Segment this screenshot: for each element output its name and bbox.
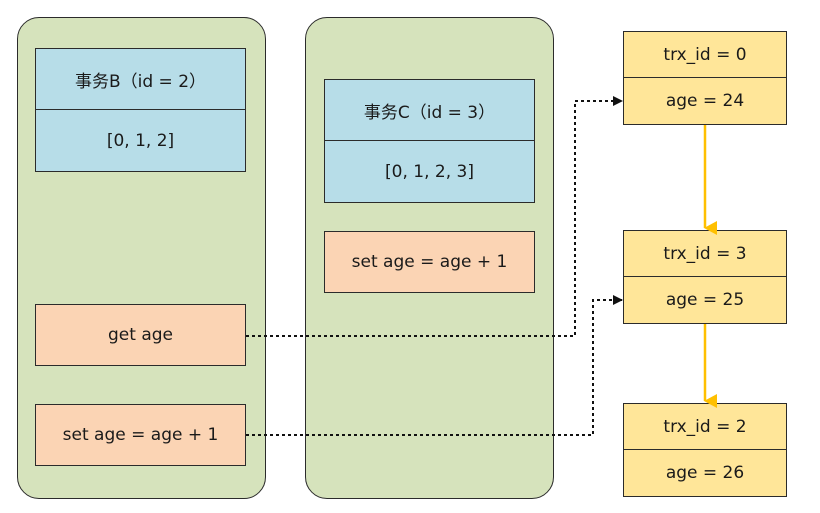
transaction-b-get-op: get age: [35, 304, 246, 366]
version-0-trx-id: trx_id = 0: [623, 31, 787, 79]
transaction-c-set-op: set age = age + 1: [324, 231, 535, 293]
get-age-arrow: [246, 96, 623, 337]
transaction-c-read-view: [0, 1, 2, 3]: [324, 140, 535, 203]
transaction-c-title: 事务C（id = 3）: [324, 79, 535, 142]
version-0-value: age = 24: [623, 77, 787, 125]
version-1-trx-id: trx_id = 3: [623, 230, 787, 278]
version-1-value: age = 25: [623, 276, 787, 324]
version-2-value: age = 26: [623, 449, 787, 497]
set-age-arrow: [246, 295, 623, 436]
transaction-b-read-view: [0, 1, 2]: [35, 109, 246, 172]
transaction-b-set-op: set age = age + 1: [35, 404, 246, 466]
